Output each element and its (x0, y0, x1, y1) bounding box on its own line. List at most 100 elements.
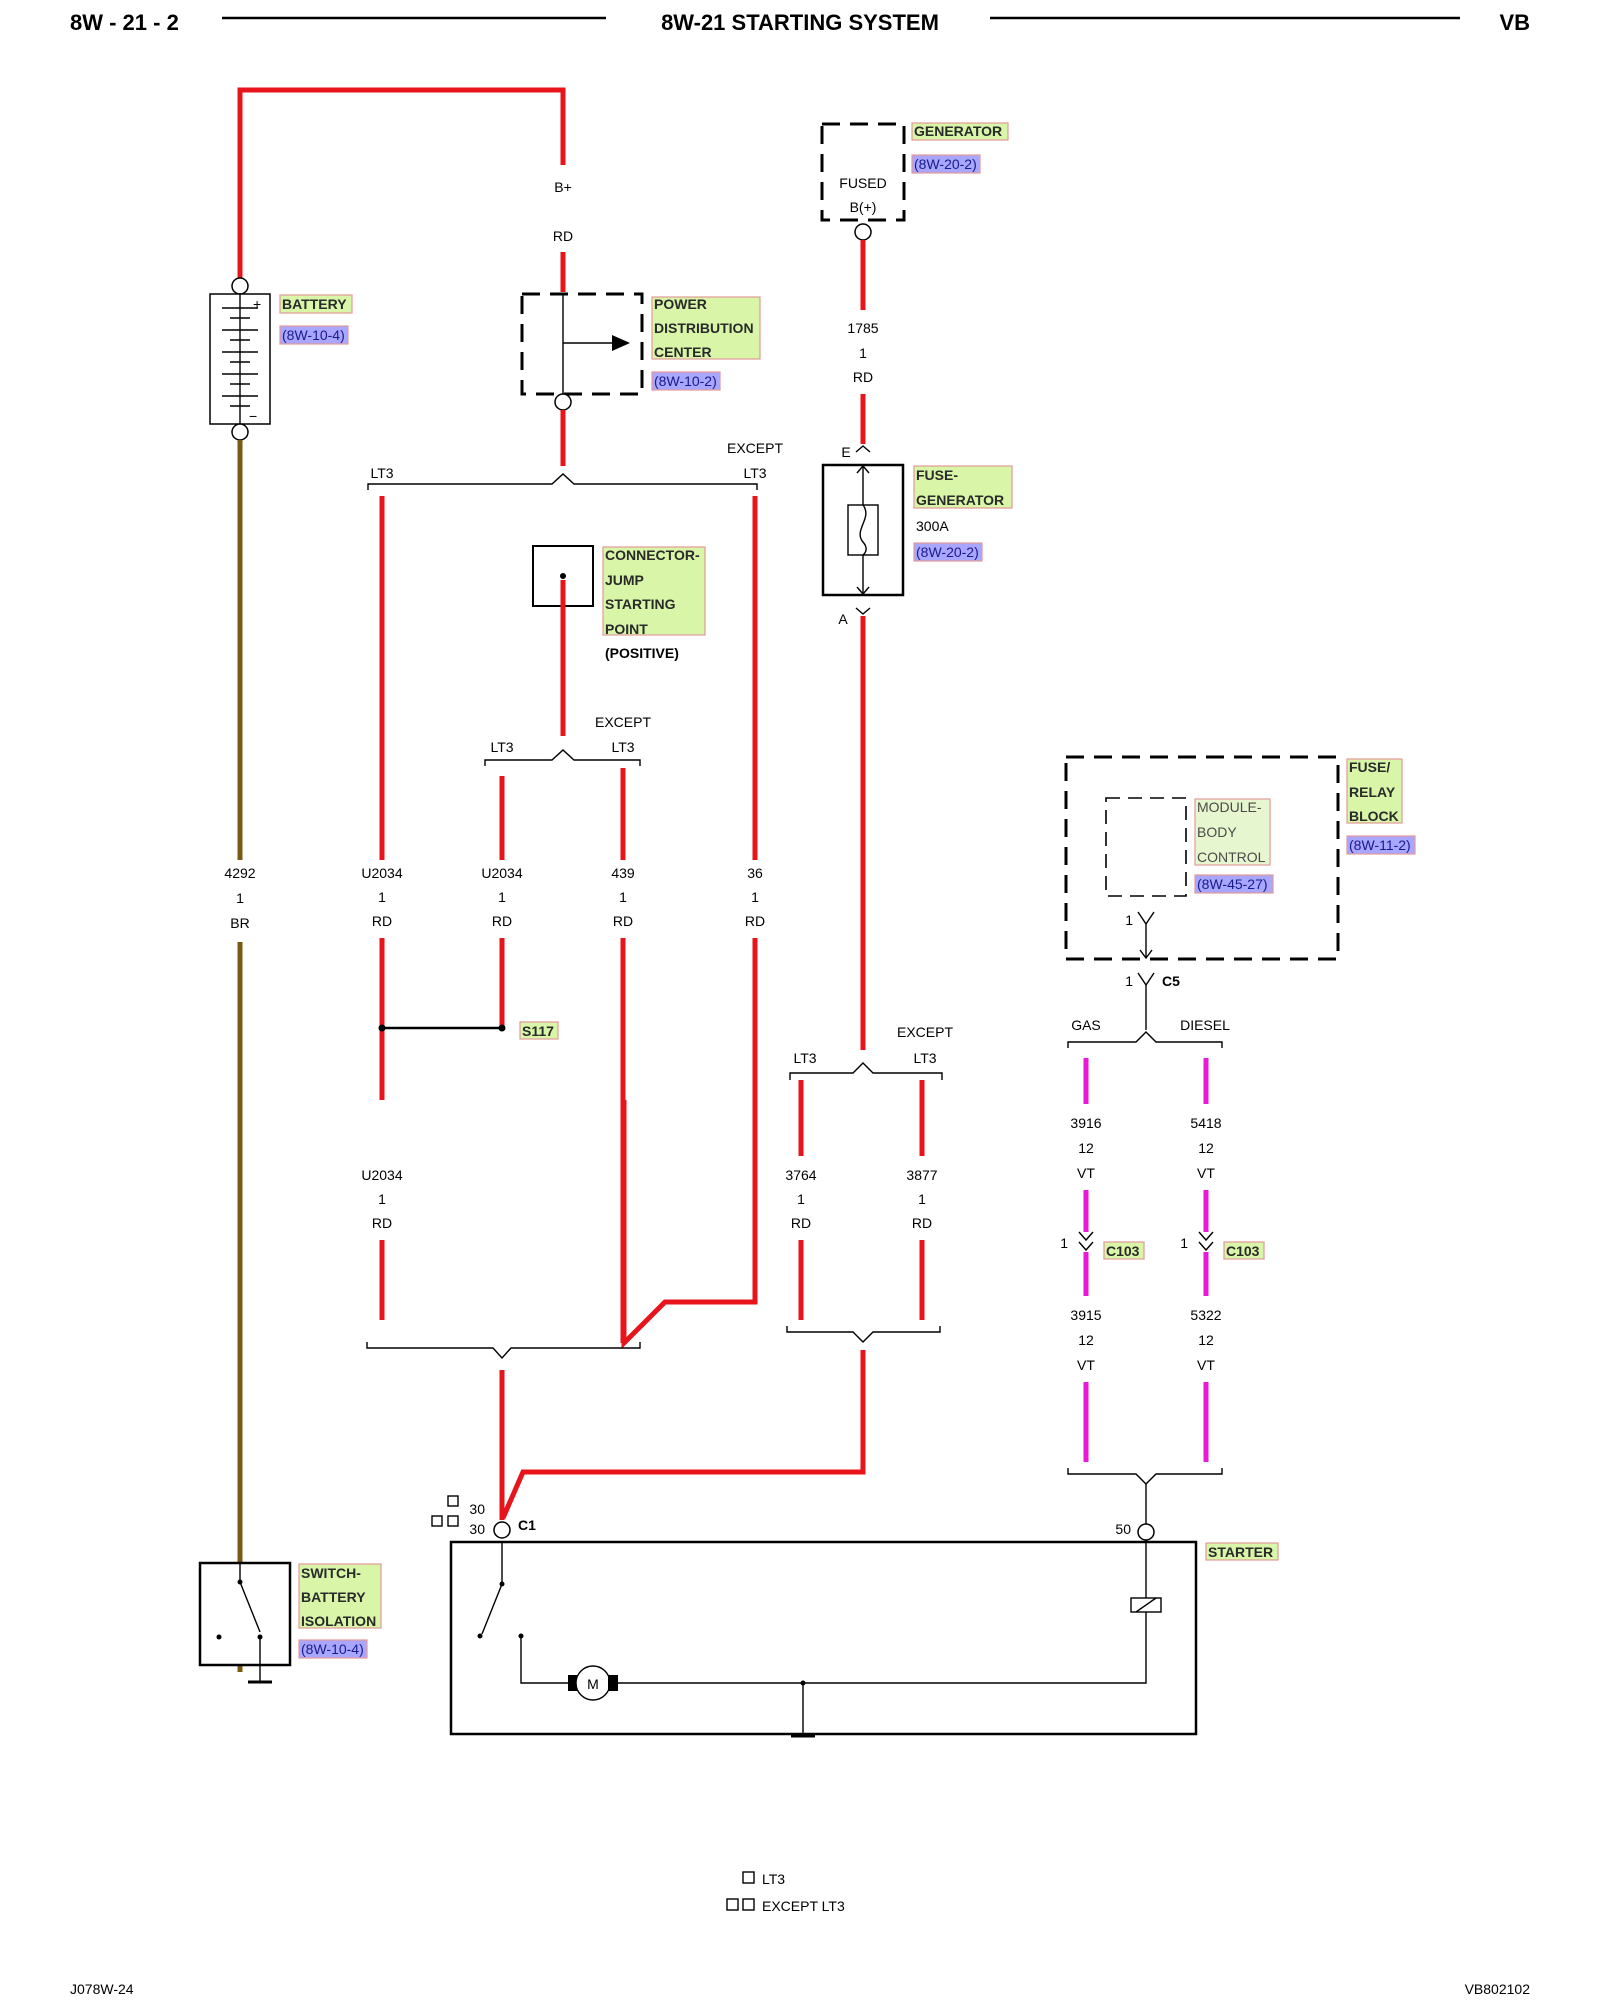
wire-1785-num: 1785 (847, 320, 878, 336)
c103-gas-label: C103 (1106, 1243, 1140, 1259)
footer-left-code: J078W-24 (70, 1981, 134, 1997)
bcm-label-1: MODULE- (1197, 799, 1262, 815)
switch-label-1: SWITCH- (301, 1565, 361, 1581)
wire-u2034b-color: RD (492, 913, 512, 929)
wire-3764-color: RD (791, 1215, 811, 1231)
jump-branch-lt3: LT3 (490, 739, 513, 755)
connector-c5: C5 (1162, 973, 1180, 989)
wire-5322-gauge: 12 (1198, 1332, 1214, 1348)
jump-label-1: CONNECTOR- (605, 547, 700, 563)
wire-439-gauge: 1 (619, 889, 627, 905)
wire-5322-num: 5322 (1190, 1307, 1221, 1323)
wire-3764-num: 3764 (785, 1167, 816, 1183)
pdc-branch-except: EXCEPT (727, 440, 783, 456)
switch-label-2: BATTERY (301, 1589, 366, 1605)
bcm-ref-link[interactable]: (8W-45-27) (1197, 876, 1268, 892)
fuse-gen-ref-link[interactable]: (8W-20-2) (916, 544, 979, 560)
fuse-gen-label-1: FUSE- (916, 467, 958, 483)
jump-label-3: STARTING (605, 596, 676, 612)
battery-ref-link[interactable]: (8W-10-4) (282, 327, 345, 343)
fuse-relay-label-2: RELAY (1349, 784, 1396, 800)
starter-connector-c1: C1 (518, 1517, 536, 1533)
wire-36-num: 36 (747, 865, 763, 881)
generator-bplus: B(+) (850, 199, 877, 215)
jump-label-4: POINT (605, 621, 648, 637)
pdc-label-3: CENTER (654, 344, 712, 360)
bcm-label-3: CONTROL (1197, 849, 1266, 865)
pdc-branch-lt3: LT3 (370, 465, 393, 481)
generator-ref-link[interactable]: (8W-20-2) (914, 156, 977, 172)
wire-3916-num: 3916 (1070, 1115, 1101, 1131)
legend-lt3: LT3 (762, 1871, 785, 1887)
battery-label: BATTERY (282, 296, 347, 312)
starter-pin-50: 50 (1115, 1521, 1131, 1537)
splice-s117-label: S117 (522, 1023, 554, 1039)
battery-plus: + (253, 296, 261, 312)
wire-u2034b-gauge: 1 (498, 889, 506, 905)
bcm-pin-in: 1 (1125, 912, 1133, 928)
wire-u2034b-num: U2034 (481, 865, 522, 881)
pdc-label-2: DISTRIBUTION (654, 320, 754, 336)
wire-u2034a-color: RD (372, 913, 392, 929)
pdc-branch-except-lt3: LT3 (743, 465, 766, 481)
fuse-gen-rating: 300A (916, 518, 949, 534)
wire-1785-color: RD (853, 369, 873, 385)
battery-isolation-switch (198, 1561, 292, 1684)
wire-5322-color: VT (1197, 1357, 1215, 1373)
wire-3915-num: 3915 (1070, 1307, 1101, 1323)
fuse-gen-label-2: GENERATOR (916, 492, 1004, 508)
pdc-terminal: B+ (554, 179, 572, 195)
c103-diesel-pin: 1 (1180, 1235, 1188, 1251)
pdc-wire-color: RD (553, 228, 573, 244)
power-distribution-center (520, 292, 644, 411)
starter-pin-30-b: 30 (469, 1521, 485, 1537)
generator-fused: FUSED (839, 175, 886, 191)
bcm-pin-out: 1 (1125, 973, 1133, 989)
wire-4292-gauge: 1 (236, 890, 244, 906)
wire-5418-gauge: 12 (1198, 1140, 1214, 1156)
fuse-generator (821, 463, 905, 597)
c103-diesel-label: C103 (1226, 1243, 1260, 1259)
wire-5418-color: VT (1197, 1165, 1215, 1181)
switch-ref-link[interactable]: (8W-10-4) (301, 1641, 364, 1657)
c103-gas-pin: 1 (1060, 1235, 1068, 1251)
wire-u2034c-num: U2034 (361, 1167, 402, 1183)
wire-439-color: RD (613, 913, 633, 929)
jump-branch-except: EXCEPT (595, 714, 651, 730)
fuse-relay-label-3: BLOCK (1349, 808, 1399, 824)
page-number: 8W - 21 - 2 (70, 10, 179, 35)
bcm-label-2: BODY (1197, 824, 1237, 840)
branch-gas: GAS (1071, 1017, 1101, 1033)
vehicle-code: VB (1499, 10, 1530, 35)
switch-label-3: ISOLATION (301, 1613, 376, 1629)
wire-5418-num: 5418 (1190, 1115, 1221, 1131)
wire-3764-gauge: 1 (797, 1191, 805, 1207)
jump-branch-except-lt3: LT3 (611, 739, 634, 755)
wire-4292-num: 4292 (224, 865, 255, 881)
page-title: 8W-21 STARTING SYSTEM (661, 10, 939, 35)
fuse-relay-ref-link[interactable]: (8W-11-2) (1349, 837, 1411, 853)
starter-motor-label: M (587, 1676, 599, 1692)
wire-3915-gauge: 12 (1078, 1332, 1094, 1348)
wire-u2034a-num: U2034 (361, 865, 402, 881)
gen-branch-lt3: LT3 (793, 1050, 816, 1066)
wire-u2034a-gauge: 1 (378, 889, 386, 905)
starter (449, 1540, 1198, 1738)
wire-3916-gauge: 12 (1078, 1140, 1094, 1156)
wire-u2034c-color: RD (372, 1215, 392, 1231)
wire-36-color: RD (745, 913, 765, 929)
jump-label-sub: (POSITIVE) (605, 645, 679, 661)
wire-3877-num: 3877 (906, 1167, 937, 1183)
wire-3916-color: VT (1077, 1165, 1095, 1181)
wire-3877-gauge: 1 (918, 1191, 926, 1207)
jump-label-2: JUMP (605, 572, 644, 588)
wire-439-num: 439 (611, 865, 635, 881)
starter-pin-30-a: 30 (469, 1501, 485, 1517)
pdc-ref-link[interactable]: (8W-10-2) (654, 373, 717, 389)
wire-1785-gauge: 1 (859, 345, 867, 361)
fuse-relay-block (1064, 755, 1340, 961)
footer-right-code: VB802102 (1465, 1981, 1531, 1997)
wire-u2034c-gauge: 1 (378, 1191, 386, 1207)
fuse-pin-a: A (838, 611, 848, 627)
